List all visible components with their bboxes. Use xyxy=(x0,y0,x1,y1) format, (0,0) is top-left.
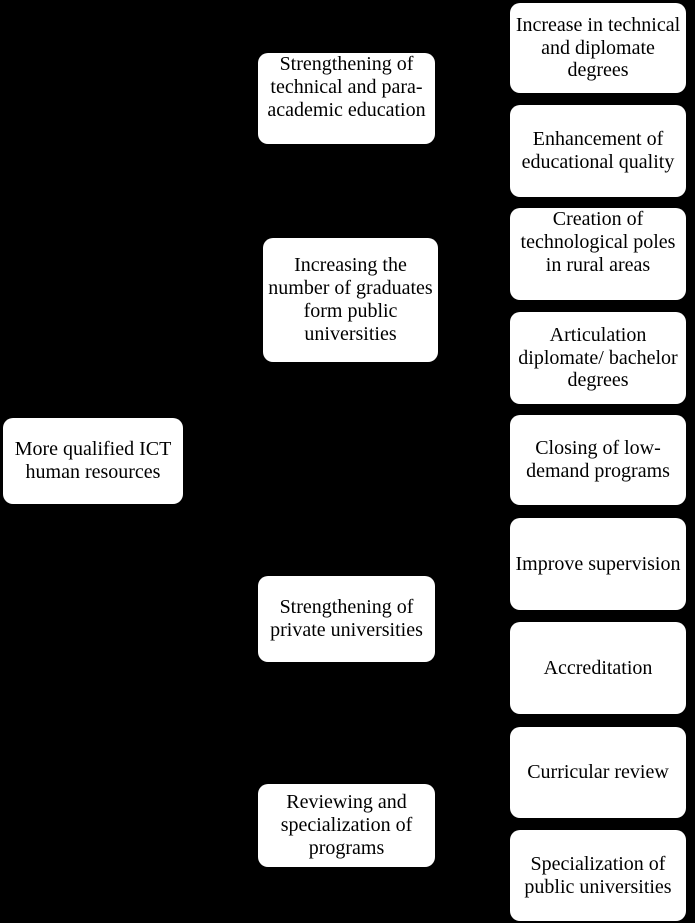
node-leaf-7-label: Accreditation xyxy=(543,656,653,679)
node-leaf-3-label: Creation of technological poles in rural… xyxy=(520,208,676,276)
node-branch-4[interactable]: Reviewing and specialization of programs xyxy=(258,784,435,867)
node-root[interactable]: More qualified ICT human resources xyxy=(3,418,183,504)
node-leaf-2-label: Enhancement of educational quality xyxy=(521,128,675,173)
node-leaf-6-label: Improve supervision xyxy=(515,552,681,575)
node-branch-1[interactable]: Strengthening of technical and para-acad… xyxy=(258,53,435,144)
node-leaf-9-label: Specialization of public universities xyxy=(524,852,672,898)
node-branch-3-label: Strengthening of private universities xyxy=(270,596,423,641)
node-leaf-7[interactable]: Accreditation xyxy=(510,622,686,714)
node-leaf-8-label: Curricular review xyxy=(527,761,669,784)
node-leaf-2[interactable]: Enhancement of educational quality xyxy=(510,105,686,197)
node-branch-2-label: Increasing the number of graduates form … xyxy=(268,254,433,345)
node-leaf-4[interactable]: Articulation diplomate/ bachelor degrees xyxy=(510,312,686,404)
node-branch-2[interactable]: Increasing the number of graduates form … xyxy=(263,238,438,362)
node-leaf-9[interactable]: Specialization of public universities xyxy=(510,830,686,921)
node-leaf-4-label: Articulation diplomate/ bachelor degrees xyxy=(518,323,678,392)
node-branch-3[interactable]: Strengthening of private universities xyxy=(258,576,435,662)
node-branch-1-label: Strengthening of technical and para-acad… xyxy=(267,53,426,121)
node-leaf-3[interactable]: Creation of technological poles in rural… xyxy=(510,208,686,300)
node-leaf-1[interactable]: Increase in technical and diplomate degr… xyxy=(510,3,686,93)
node-leaf-1-label: Increase in technical and diplomate degr… xyxy=(515,13,681,82)
node-leaf-5-label: Closing of low-demand programs xyxy=(526,437,670,482)
node-leaf-8[interactable]: Curricular review xyxy=(510,727,686,818)
node-leaf-5[interactable]: Closing of low-demand programs xyxy=(510,415,686,505)
node-branch-4-label: Reviewing and specialization of programs xyxy=(280,791,413,859)
node-leaf-6[interactable]: Improve supervision xyxy=(510,518,686,610)
node-root-label: More qualified ICT human resources xyxy=(14,438,172,483)
